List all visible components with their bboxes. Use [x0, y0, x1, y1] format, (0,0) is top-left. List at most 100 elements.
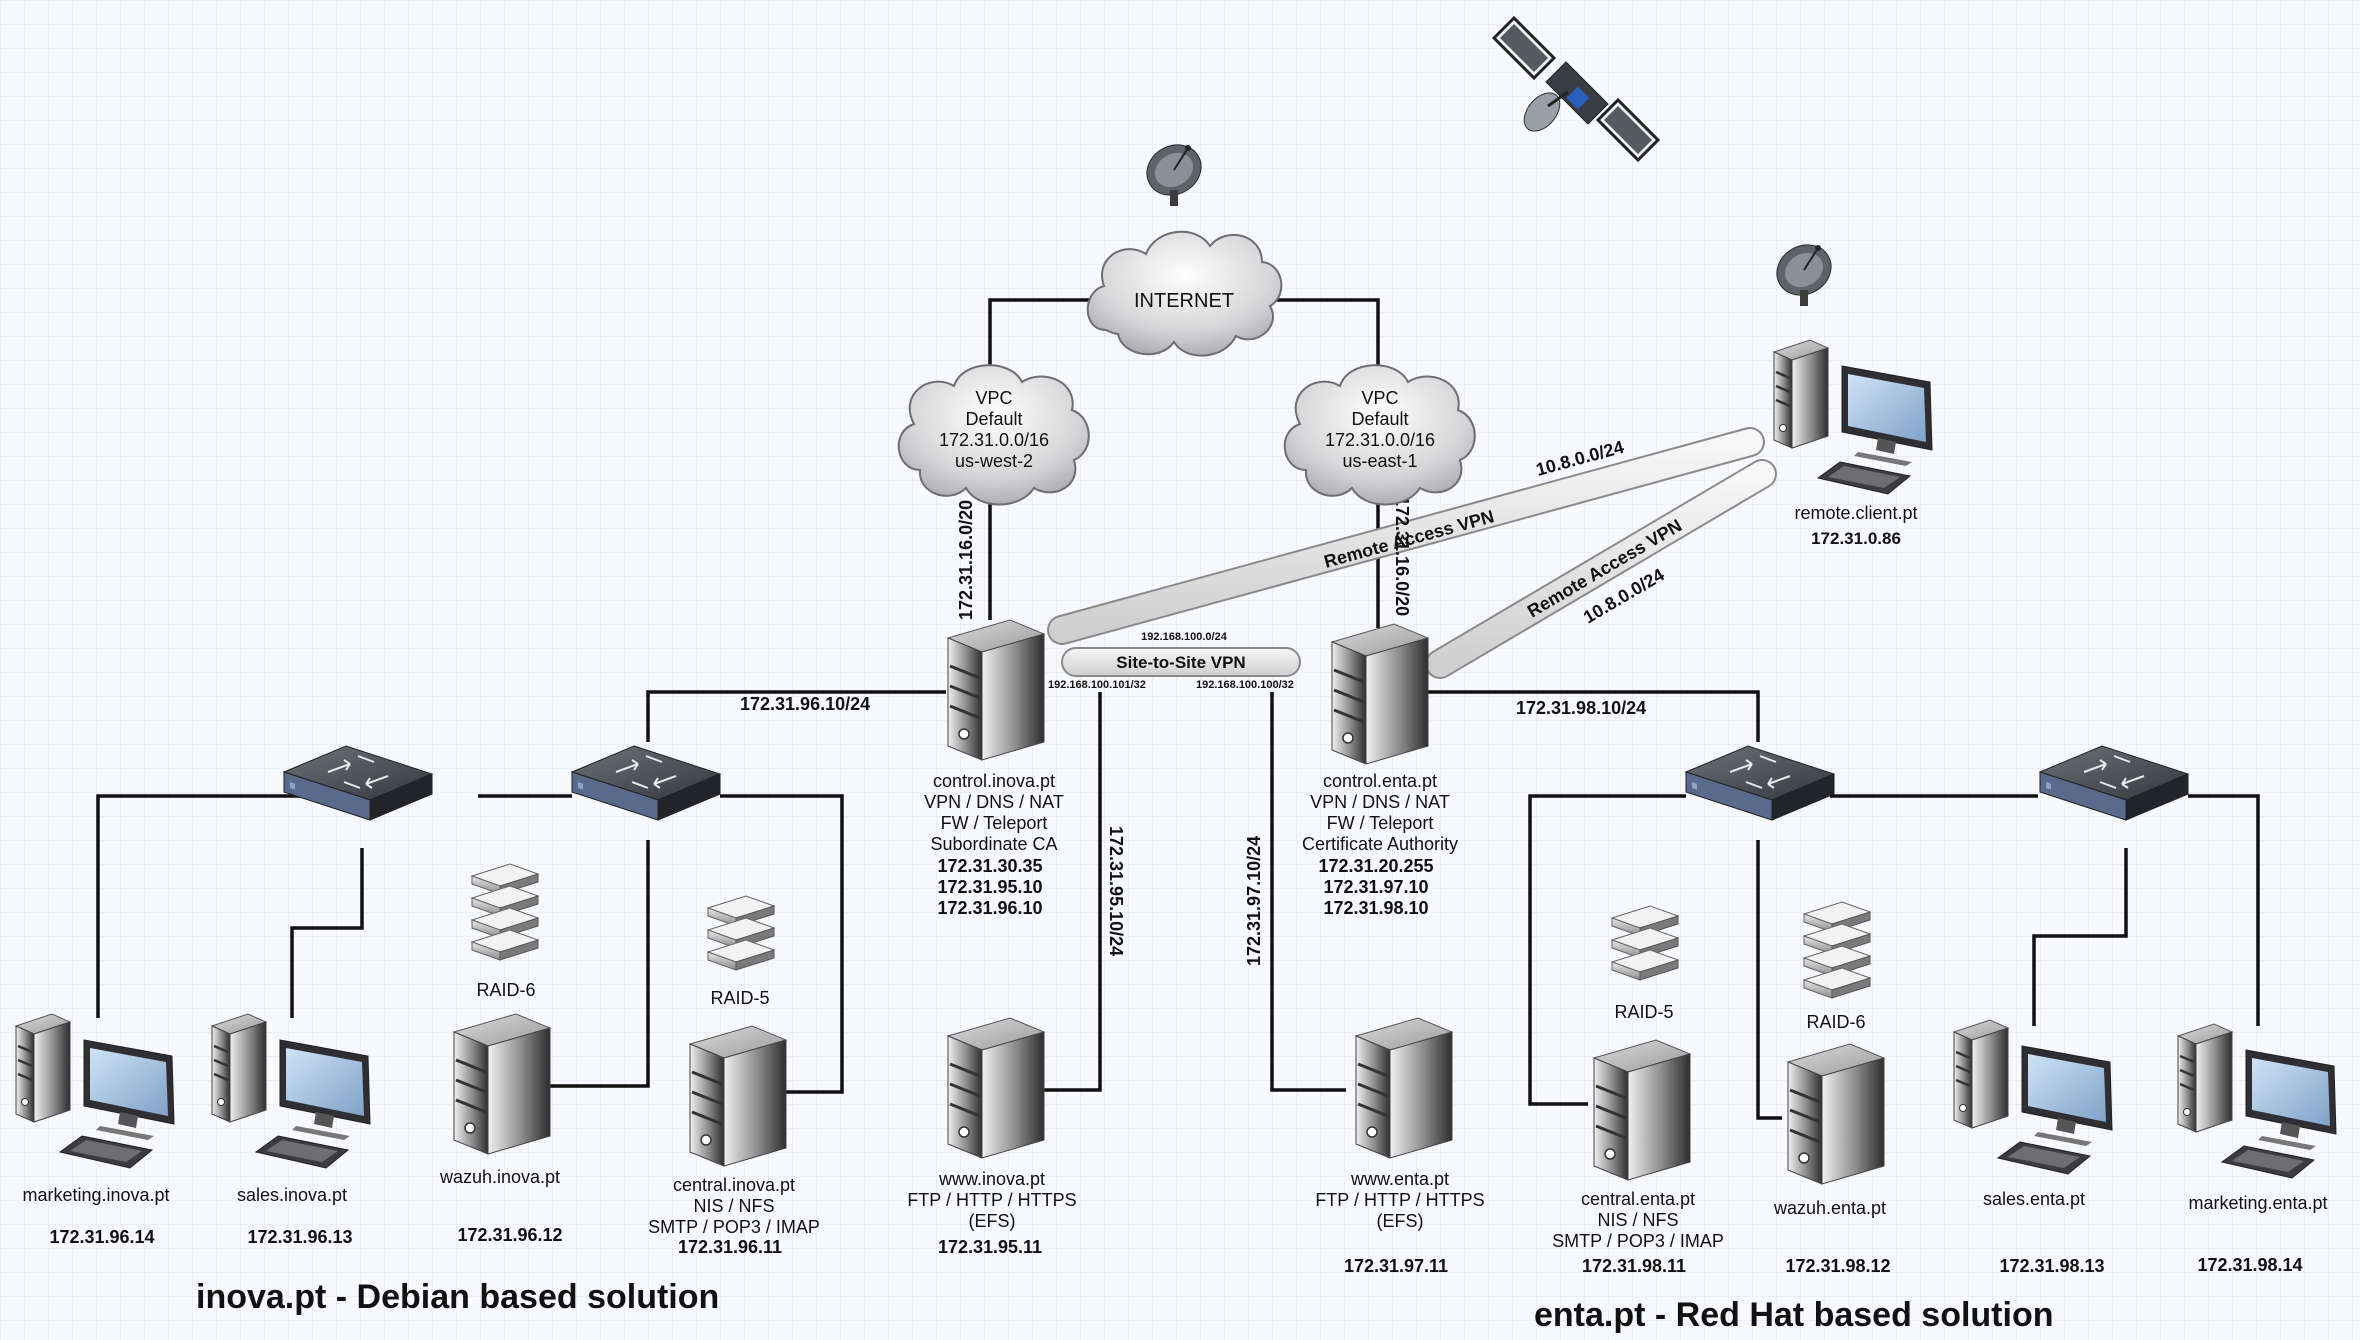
enta-www-node: www.enta.pt FTP / HTTP / HTTPS (EFS) 172…	[1315, 1016, 1485, 1276]
enta-central-line1: central.enta.pt	[1581, 1189, 1695, 1209]
link-enta-wazuh	[1756, 840, 1782, 1120]
enta-dmz-subnet: 172.31.97.10/24	[1244, 836, 1264, 966]
inova-wazuh-server-icon	[452, 1012, 552, 1156]
inova-sales-node: sales.inova.pt 172.31.96.13	[210, 1012, 372, 1247]
control-inova-server-icon	[946, 618, 1046, 762]
enta-wazuh-name: wazuh.enta.pt	[1773, 1198, 1886, 1218]
vpc-east-line4: us-east-1	[1342, 451, 1417, 471]
enta-central-server-icon	[1592, 1038, 1692, 1182]
inova-central-line3: SMTP / POP3 / IMAP	[648, 1217, 820, 1237]
vpc-west-cloud: VPC Default 172.31.0.0/16 us-west-2	[897, 364, 1090, 506]
inova-sales-ip: 172.31.96.13	[247, 1227, 352, 1247]
inova-central-node: RAID-5 central.inova.pt NIS / NFS SMTP /…	[648, 895, 820, 1257]
enta-section-title: enta.pt - Red Hat based solution	[1534, 1296, 2053, 1334]
link-inova-lan	[646, 690, 946, 742]
control-inova-line2: VPN / DNS / NAT	[924, 792, 1064, 812]
vpc-east-line1: VPC	[1361, 388, 1398, 408]
enta-www-ip: 172.31.97.11	[1344, 1256, 1448, 1276]
enta-www-line2: FTP / HTTP / HTTPS	[1315, 1190, 1484, 1210]
inova-wazuh-node: RAID-6 wazuh.inova.pt 172.31.96.12	[439, 863, 563, 1245]
site-to-site-vpn-tube: Site-to-Site VPN	[1061, 647, 1301, 677]
site-to-site-label: Site-to-Site VPN	[1116, 653, 1245, 672]
inova-central-ip: 172.31.96.11	[678, 1237, 782, 1257]
vpc-east-line2: Default	[1351, 409, 1408, 429]
remote-client-ip: 172.31.0.86	[1811, 529, 1901, 548]
link-enta-sales	[2032, 848, 2128, 1026]
enta-central-line2: NIS / NFS	[1597, 1210, 1678, 1230]
enta-marketing-node: marketing.enta.pt 172.31.98.14	[2176, 1022, 2338, 1275]
control-inova-node: control.inova.pt VPN / DNS / NAT FW / Te…	[924, 618, 1064, 918]
enta-wazuh-raid: RAID-6	[1806, 1012, 1865, 1032]
network-links	[96, 298, 2260, 1120]
inova-marketing-node: marketing.inova.pt 172.31.96.14	[14, 1012, 176, 1247]
remote-client-node: remote.client.pt 172.31.0.86	[1766, 234, 1934, 548]
control-enta-line4: Certificate Authority	[1302, 834, 1458, 854]
control-enta-ip3: 172.31.98.10	[1323, 898, 1428, 918]
enta-sales-node: sales.enta.pt 172.31.98.13	[1952, 1018, 2114, 1276]
vpc-west-line2: Default	[965, 409, 1022, 429]
enta-sales-name: sales.enta.pt	[1983, 1189, 2085, 1209]
satellite-icon	[1491, 15, 1661, 163]
internet-label: INTERNET	[1134, 290, 1234, 312]
inova-wazuh-ip: 172.31.96.12	[457, 1225, 562, 1245]
control-enta-line1: control.enta.pt	[1323, 771, 1437, 791]
inova-www-line1: www.inova.pt	[938, 1169, 1045, 1189]
inova-section-title: inova.pt - Debian based solution	[196, 1278, 719, 1316]
internet-cloud: INTERNET	[1086, 134, 1283, 357]
inova-www-server-icon	[946, 1016, 1046, 1160]
link-enta-marketing	[2188, 794, 2260, 1026]
vpc-west-line4: us-west-2	[955, 451, 1033, 471]
inova-wazuh-raid: RAID-6	[476, 980, 535, 1000]
control-inova-ip1: 172.31.30.35	[937, 856, 1042, 876]
control-enta-server-icon	[1330, 622, 1430, 766]
inova-dmz-subnet: 172.31.95.10/24	[1106, 826, 1126, 956]
inova-sales-name: sales.inova.pt	[237, 1185, 347, 1205]
inova-www-node: www.inova.pt FTP / HTTP / HTTPS (EFS) 17…	[907, 1016, 1077, 1257]
site-vpn-west-ip: 192.168.100.101/32	[1048, 679, 1146, 691]
inova-central-raid: RAID-5	[710, 988, 769, 1008]
enta-www-line1: www.enta.pt	[1350, 1169, 1449, 1189]
link-enta-lan	[1424, 690, 1760, 742]
link-inova-wazuh	[546, 840, 650, 1088]
control-enta-ip2: 172.31.97.10	[1323, 877, 1428, 897]
enta-marketing-name: marketing.enta.pt	[2188, 1193, 2327, 1213]
vpc-east-line3: 172.31.0.0/16	[1325, 430, 1435, 450]
inova-central-server-icon	[688, 1024, 788, 1168]
vpc-west-line1: VPC	[975, 388, 1012, 408]
east-uplink-subnet: 172.31.16.0/20	[1392, 496, 1412, 616]
enta-central-line3: SMTP / POP3 / IMAP	[1552, 1231, 1724, 1251]
inova-lan-subnet: 172.31.96.10/24	[740, 694, 870, 714]
link-inova-marketing	[96, 794, 320, 1018]
site-vpn-east-ip: 192.168.100.100/32	[1196, 679, 1294, 691]
control-enta-node: control.enta.pt VPN / DNS / NAT FW / Tel…	[1302, 622, 1458, 918]
control-inova-ip2: 172.31.95.10	[937, 877, 1042, 897]
control-inova-line1: control.inova.pt	[933, 771, 1055, 791]
inova-central-line2: NIS / NFS	[693, 1196, 774, 1216]
enta-central-node: RAID-5 central.enta.pt NIS / NFS SMTP / …	[1552, 905, 1724, 1276]
control-inova-ip3: 172.31.96.10	[937, 898, 1042, 918]
link-inova-sales	[290, 848, 364, 1018]
control-inova-line4: Subordinate CA	[930, 834, 1057, 854]
link-internet-east	[1276, 298, 1380, 628]
enta-sales-ip: 172.31.98.13	[1999, 1256, 2104, 1276]
inova-www-line3: (EFS)	[969, 1211, 1016, 1231]
site-vpn-network: 192.168.100.0/24	[1141, 631, 1228, 643]
link-enta-dmz	[1270, 692, 1346, 1092]
inova-www-ip: 172.31.95.11	[938, 1237, 1042, 1257]
enta-wazuh-ip: 172.31.98.12	[1785, 1256, 1890, 1276]
link-internet-west	[988, 298, 1094, 620]
control-enta-line2: VPN / DNS / NAT	[1310, 792, 1450, 812]
remote-client-name: remote.client.pt	[1794, 503, 1917, 523]
enta-central-raid: RAID-5	[1614, 1002, 1673, 1022]
vpc-west-line3: 172.31.0.0/16	[939, 430, 1049, 450]
inova-wazuh-name: wazuh.inova.pt	[439, 1167, 560, 1187]
link-inova-central	[720, 794, 844, 1094]
inova-marketing-ip: 172.31.96.14	[49, 1227, 154, 1247]
inova-central-line1: central.inova.pt	[673, 1175, 795, 1195]
enta-lan-subnet: 172.31.98.10/24	[1516, 698, 1646, 718]
enta-wazuh-server-icon	[1786, 1042, 1886, 1186]
link-inova-dmz	[1040, 692, 1102, 1092]
inova-marketing-name: marketing.inova.pt	[22, 1185, 169, 1205]
enta-marketing-ip: 172.31.98.14	[2197, 1255, 2302, 1275]
link-enta-central	[1528, 794, 1686, 1106]
